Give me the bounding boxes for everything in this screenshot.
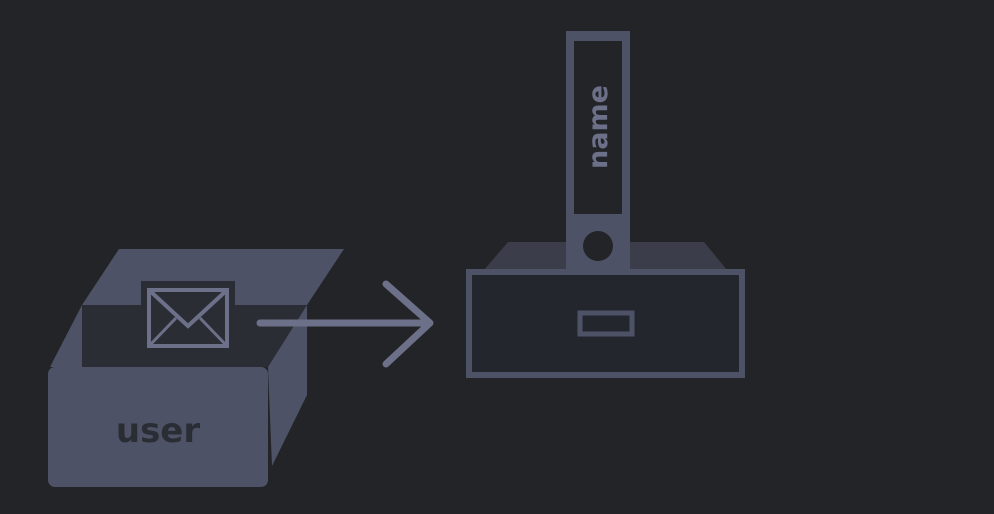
binder-ring-hole	[583, 231, 613, 261]
box-label: user	[116, 411, 201, 451]
file-cabinet: name	[466, 31, 745, 378]
drawer-handle	[577, 310, 635, 337]
envelope-icon	[141, 281, 235, 367]
box-side	[268, 305, 307, 466]
cabinet-drawer	[466, 269, 745, 378]
arrow-right-icon	[256, 280, 434, 368]
binder: name	[566, 31, 630, 270]
box-front	[48, 367, 268, 487]
binder-label: name	[583, 85, 614, 169]
user-box: user	[48, 249, 344, 487]
box-left-flap	[50, 305, 82, 367]
